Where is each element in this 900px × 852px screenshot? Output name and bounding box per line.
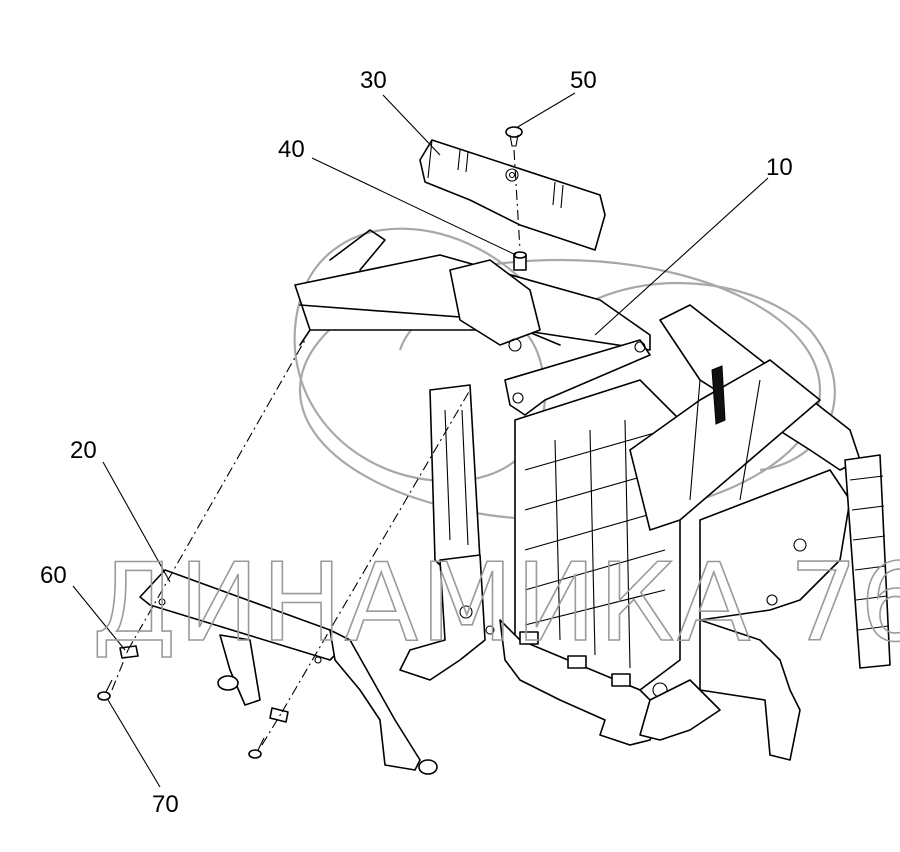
callout-50: 50	[570, 67, 597, 94]
callout-30: 30	[360, 67, 387, 94]
screw-part-70	[97, 679, 265, 759]
watermark-text: ДИНАМИКА 76	[92, 541, 900, 666]
bracket-part-20	[139, 569, 438, 775]
main-frame-assembly	[294, 229, 891, 761]
callout-40: 40	[278, 136, 305, 163]
screw-part-50	[505, 126, 523, 147]
bushing-part-40	[513, 251, 527, 271]
callout-10: 10	[766, 154, 793, 181]
callout-labels: 30 50 40 10 20 60 70	[40, 67, 793, 818]
assembly-lines	[111, 149, 521, 746]
callout-20: 20	[70, 437, 97, 464]
callout-70: 70	[152, 791, 179, 818]
leader-lines	[72, 92, 769, 788]
callout-60: 60	[40, 562, 67, 589]
cover-part	[419, 139, 606, 251]
cage-grid	[524, 419, 666, 669]
